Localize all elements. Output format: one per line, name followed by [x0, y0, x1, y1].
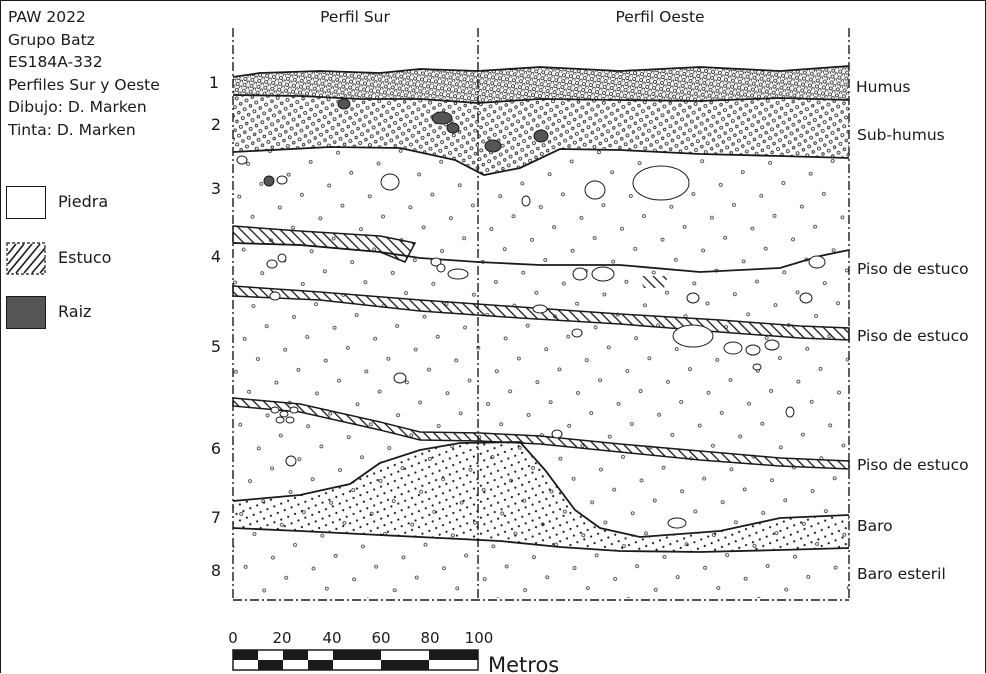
info-block: PAW 2022 Grupo Batz ES184A-332 Perfiles …: [8, 6, 160, 141]
roots: [263, 98, 549, 187]
info-profiles: Perfiles Sur y Oeste: [8, 75, 160, 94]
row-number-1: 1: [209, 73, 219, 92]
row-number-2: 2: [211, 115, 221, 134]
info-ink: Tinta: D. Marken: [8, 120, 136, 139]
scale-tick-40: 40: [322, 629, 341, 647]
legend-swatch-raiz: [6, 296, 46, 329]
row-number-6: 6: [211, 439, 221, 458]
legend-label-raiz: Raiz: [58, 302, 92, 321]
scale-unit: Metros: [488, 653, 559, 674]
row-number-4: 4: [211, 247, 221, 266]
info-unit: ES184A-332: [8, 53, 103, 71]
scale-tick-20: 20: [272, 629, 291, 647]
header-perfil-oeste: Perfil Oeste: [615, 8, 704, 26]
label-baro-esteril: Baro esteril: [857, 565, 946, 583]
excavation-limits: [232, 28, 850, 601]
legend-label-estuco: Estuco: [58, 248, 112, 267]
label-baro: Baro: [857, 517, 893, 535]
legend-item-raiz: Raiz: [6, 296, 206, 330]
row-number-5: 5: [211, 337, 221, 356]
row-number-7: 7: [211, 508, 221, 527]
scale-tick-60: 60: [371, 629, 390, 647]
label-sub-humus: Sub-humus: [857, 126, 945, 144]
legend-label-piedra: Piedra: [58, 192, 109, 211]
legend-swatch-estuco: [6, 242, 46, 275]
label-humus: Humus: [856, 78, 910, 96]
row-numbers: 1 2 3 4 5 6 7 8: [209, 73, 221, 580]
label-piso-de-estuco-1: Piso de estuco: [857, 260, 969, 278]
label-piso-de-estuco-3: Piso de estuco: [857, 456, 969, 474]
stones: [236, 155, 826, 529]
legend-item-estuco: Estuco: [6, 242, 206, 276]
label-piso-de-estuco-2: Piso de estuco: [857, 327, 969, 345]
legend-item-piedra: Piedra: [6, 186, 206, 220]
info-project: PAW 2022: [8, 8, 86, 26]
scale-tick-0: 0: [228, 629, 238, 647]
scale-bar: 0 20 40 60 80 100 Metros: [228, 629, 559, 674]
row-number-8: 8: [211, 561, 221, 580]
legend-swatch-piedra: [6, 186, 46, 219]
header-perfil-sur: Perfil Sur: [320, 8, 390, 26]
info-drawing: Dibujo: D. Marken: [8, 98, 147, 116]
row-number-3: 3: [211, 179, 221, 198]
layer-labels: Humus Sub-humus Piso de estuco Piso de e…: [856, 78, 969, 583]
scale-tick-100: 100: [465, 629, 494, 647]
info-group: Grupo Batz: [8, 30, 95, 49]
scale-tick-80: 80: [420, 629, 439, 647]
